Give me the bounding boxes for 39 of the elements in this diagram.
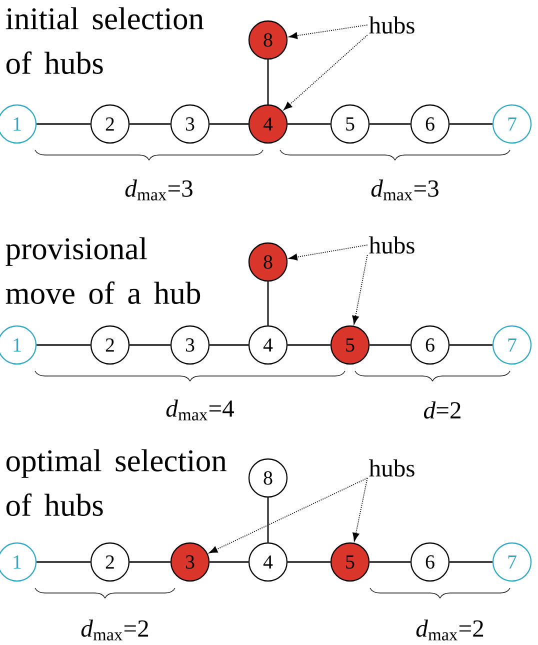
dotted-arrow <box>352 478 368 542</box>
distance-label: d=2 <box>424 401 460 419</box>
distance-label: d$_{max}$=2 <box>416 620 484 640</box>
distance-label: d$_{max}$=3 <box>125 180 192 200</box>
connecting-line <box>450 561 492 563</box>
connecting-line <box>130 123 170 125</box>
connecting-line <box>450 123 492 125</box>
panel-title: optimal selection of hubs <box>6 449 226 516</box>
connecting-line <box>450 344 492 346</box>
dotted-arrow <box>284 34 368 110</box>
hubs-label: hubs <box>369 16 414 34</box>
connecting-line <box>288 123 330 125</box>
panel-title: initial selection of hubs <box>6 7 204 74</box>
connecting-line <box>267 282 269 326</box>
dotted-arrow <box>288 24 368 40</box>
connecting-line <box>370 561 410 563</box>
distance-label: d$_{max}$=3 <box>371 180 438 200</box>
distance-label: d$_{max}$=2 <box>81 620 148 640</box>
connecting-line <box>36 561 90 563</box>
connecting-line <box>210 123 248 125</box>
dotted-arrow <box>208 478 368 554</box>
hubs-label: hubs <box>369 459 414 477</box>
dotted-arrow <box>288 244 368 260</box>
connecting-line <box>36 123 90 125</box>
connecting-line <box>288 344 330 346</box>
distance-label: d$_{max}$=4 <box>166 400 234 420</box>
connecting-line <box>130 561 170 563</box>
hubs-label: hubs <box>369 236 414 254</box>
connecting-line <box>288 561 330 563</box>
connecting-line <box>370 123 410 125</box>
connecting-line <box>130 344 170 346</box>
connecting-line <box>210 561 248 563</box>
connecting-line <box>267 498 269 542</box>
connecting-line <box>267 60 269 104</box>
panel-title: provisional move of a hub <box>6 237 200 304</box>
connecting-line <box>210 344 248 346</box>
connecting-line <box>370 344 410 346</box>
connecting-line <box>36 344 90 346</box>
dotted-arrow <box>352 254 368 324</box>
